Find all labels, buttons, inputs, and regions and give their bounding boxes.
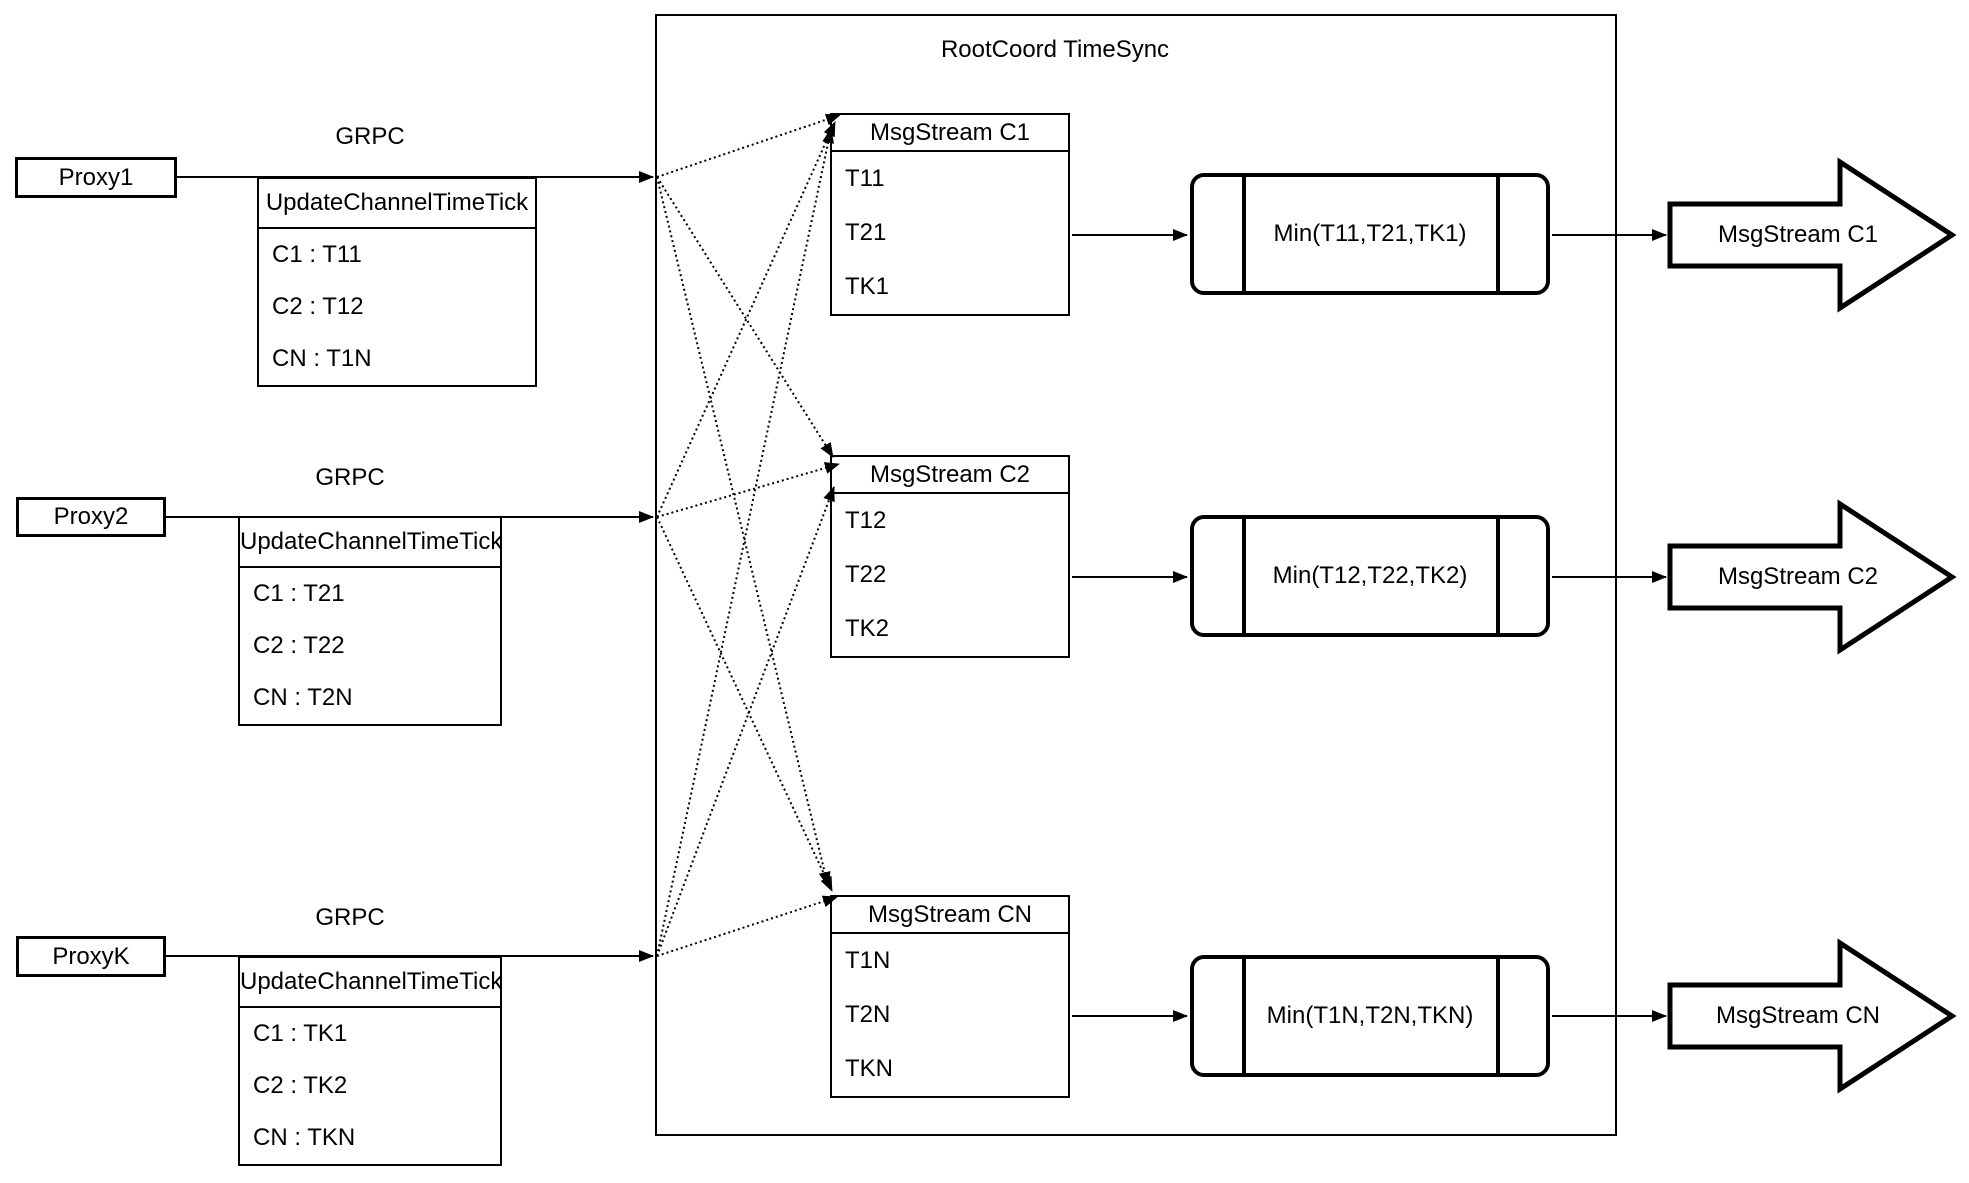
msgstream-c1-table: MsgStream C1 T11 T21 TK1 bbox=[830, 113, 1070, 316]
update-table-cell: CN : TKN bbox=[253, 1124, 356, 1151]
min-label-row2: Min(T12,T22,TK2) bbox=[1272, 562, 1468, 589]
grpc-label-row2: GRPC bbox=[315, 464, 385, 491]
update-table-cell: C1 : T21 bbox=[253, 580, 345, 607]
grpc-label-row3: GRPC bbox=[315, 904, 385, 931]
proxy2-label: Proxy2 bbox=[53, 503, 129, 530]
msgstream-table-cell: T21 bbox=[845, 219, 887, 246]
update-table-header-row3: UpdateChannelTimeTick bbox=[240, 958, 500, 1008]
min-process-box-row3: Min(T1N,T2N,TKN) bbox=[1190, 955, 1550, 1077]
min-process-box-row2: Min(T12,T22,TK2) bbox=[1190, 515, 1550, 637]
update-channel-timetick-table-row2: UpdateChannelTimeTick C1 : T21 C2 : T22 … bbox=[238, 516, 502, 726]
min-box-right-divider bbox=[1496, 519, 1500, 633]
update-table-header-row2: UpdateChannelTimeTick bbox=[240, 518, 500, 568]
proxyk-box: ProxyK bbox=[16, 936, 166, 977]
update-channel-timetick-table-row1: UpdateChannelTimeTick C1 : T11 C2 : T12 … bbox=[257, 177, 537, 387]
update-table-header-row1: UpdateChannelTimeTick bbox=[259, 179, 535, 229]
msgstream-c2-table: MsgStream C2 T12 T22 TK2 bbox=[830, 455, 1070, 658]
msgstream-cn-table: MsgStream CN T1N T2N TKN bbox=[830, 895, 1070, 1098]
msgstream-table-cell: T2N bbox=[845, 1001, 891, 1028]
msgstream-table-header: MsgStream C1 bbox=[832, 115, 1068, 152]
msgstream-table-header: MsgStream C2 bbox=[832, 457, 1068, 494]
min-box-right-divider bbox=[1496, 959, 1500, 1073]
update-table-cell: C2 : T12 bbox=[272, 293, 364, 320]
msgstream-table-cell: T12 bbox=[845, 507, 887, 534]
msgstream-table-cell: T11 bbox=[845, 165, 885, 192]
update-table-cell: CN : T2N bbox=[253, 684, 353, 711]
min-box-right-divider bbox=[1496, 177, 1500, 291]
min-label-row3: Min(T1N,T2N,TKN) bbox=[1266, 1002, 1474, 1029]
output-arrow-label-c1: MsgStream C1 bbox=[1717, 221, 1879, 248]
grpc-label-row1: GRPC bbox=[335, 123, 405, 150]
msgstream-table-cell: TKN bbox=[845, 1055, 893, 1082]
proxy2-box: Proxy2 bbox=[16, 497, 166, 537]
msgstream-table-cell: T1N bbox=[845, 947, 891, 974]
update-table-cell: C2 : T22 bbox=[253, 632, 345, 659]
min-box-left-divider bbox=[1242, 177, 1246, 291]
rootcoord-timesync-title: RootCoord TimeSync bbox=[940, 36, 1170, 63]
proxy1-label: Proxy1 bbox=[58, 163, 134, 191]
proxy1-box: Proxy1 bbox=[15, 157, 177, 198]
min-box-left-divider bbox=[1242, 959, 1246, 1073]
update-channel-timetick-table-row3: UpdateChannelTimeTick C1 : TK1 C2 : TK2 … bbox=[238, 956, 502, 1166]
min-box-left-divider bbox=[1242, 519, 1246, 633]
update-table-cell: CN : T1N bbox=[272, 345, 372, 372]
msgstream-table-cell: T22 bbox=[845, 561, 887, 588]
msgstream-table-cell: TK2 bbox=[845, 615, 890, 642]
rootcoord-timesync-container bbox=[655, 14, 1617, 1136]
update-table-cell: C1 : T11 bbox=[272, 241, 362, 268]
update-table-cell: C1 : TK1 bbox=[253, 1020, 348, 1047]
proxyk-label: ProxyK bbox=[52, 942, 130, 970]
msgstream-table-cell: TK1 bbox=[845, 273, 890, 300]
min-process-box-row1: Min(T11,T21,TK1) bbox=[1190, 173, 1550, 295]
output-arrow-label-cn: MsgStream CN bbox=[1715, 1002, 1881, 1029]
update-table-cell: C2 : TK2 bbox=[253, 1072, 348, 1099]
min-label-row1: Min(T11,T21,TK1) bbox=[1273, 220, 1467, 247]
output-arrow-label-c2: MsgStream C2 bbox=[1717, 563, 1879, 590]
msgstream-table-header: MsgStream CN bbox=[832, 897, 1068, 934]
